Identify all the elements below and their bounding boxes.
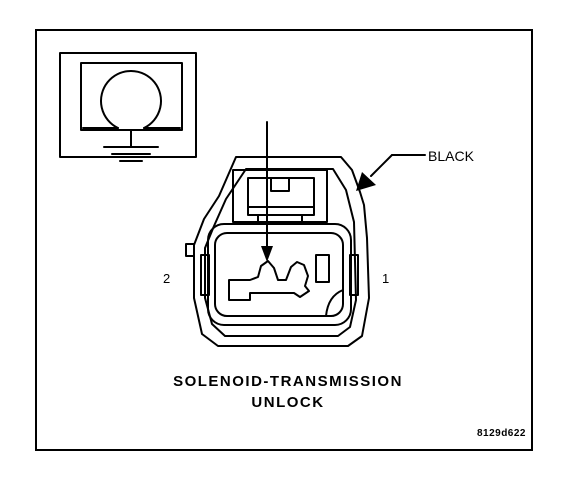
- figure-code: 8129d622: [476, 428, 526, 439]
- connector-face: [200, 223, 359, 326]
- terminal-cavity-pin-2: [228, 260, 310, 301]
- connector-latch: [232, 169, 328, 223]
- caption-line-1: SOLENOID-TRANSMISSION: [173, 373, 403, 390]
- wire-color-label: BLACK: [428, 148, 474, 164]
- solenoid-coil-symbol-icon: [59, 52, 197, 158]
- color-leader-line: [370, 154, 426, 177]
- pin-2-label: 2: [163, 271, 171, 286]
- ground-symbol-icon: [103, 129, 159, 162]
- caption-line-2: UNLOCK: [251, 394, 325, 411]
- pin-1-label: 1: [382, 271, 390, 286]
- connector-body: [185, 156, 370, 347]
- diagram-frame: [35, 29, 533, 451]
- terminal-cavity-pin-1: [315, 254, 330, 283]
